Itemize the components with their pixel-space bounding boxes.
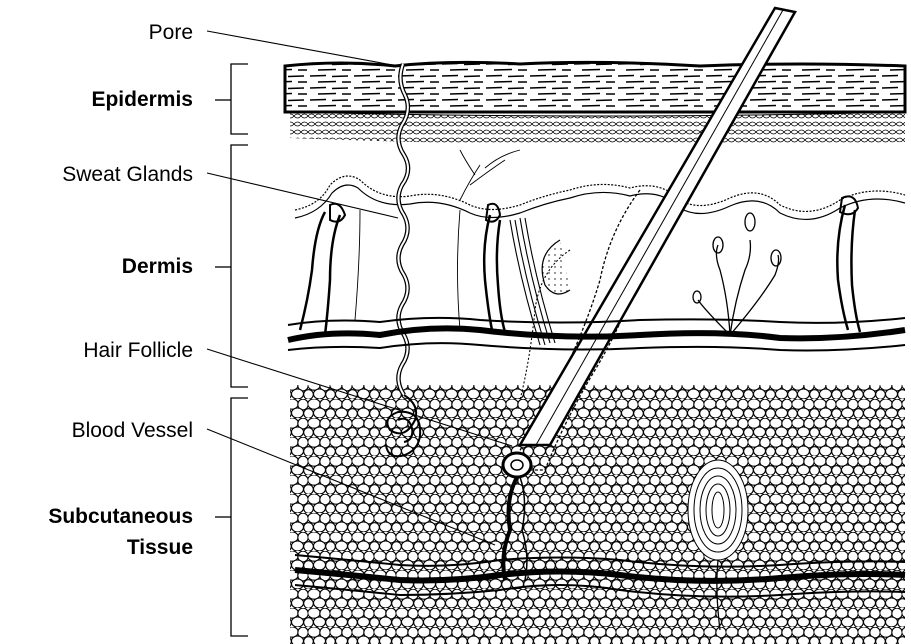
basal-layer [290, 112, 905, 145]
hair-bulb [503, 453, 531, 477]
epidermis-layer [285, 62, 905, 112]
subcutaneous-fat [290, 383, 905, 644]
bracket-epidermis [215, 64, 248, 134]
